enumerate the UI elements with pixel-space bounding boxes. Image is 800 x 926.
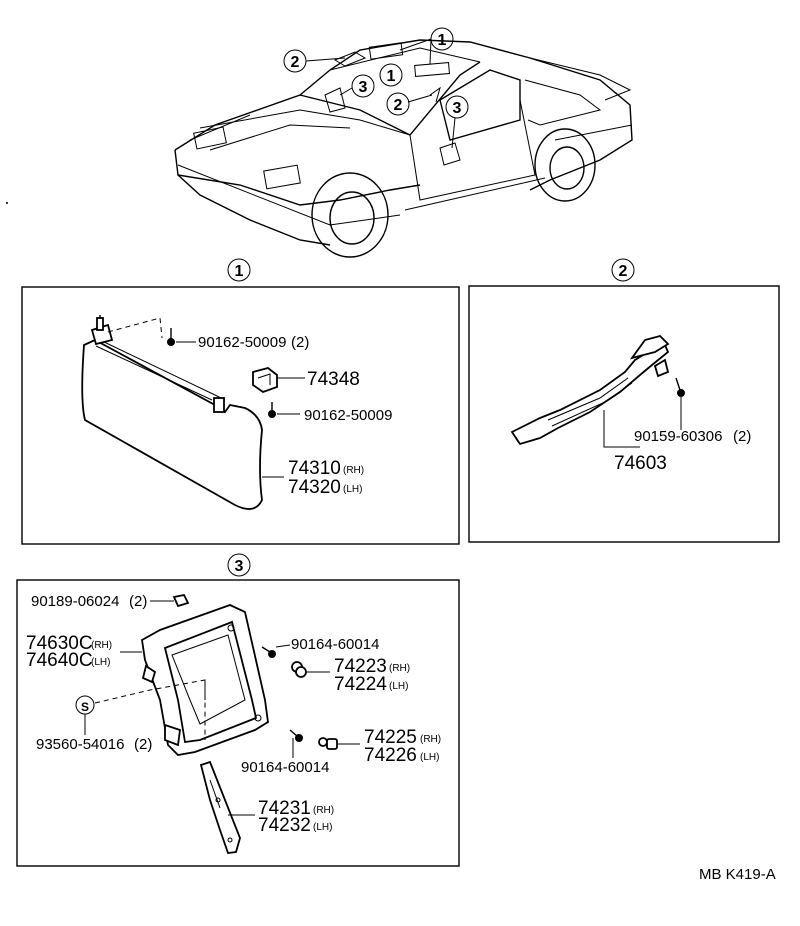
svg-text:1: 1 (387, 68, 396, 85)
panel-3-header: 3 (227, 553, 251, 577)
part-number-74603: 74603 (614, 453, 667, 474)
part-number-74231: 74231 (258, 798, 311, 819)
car-callout-1b: 1 (379, 63, 403, 87)
panel-2-frame (468, 285, 780, 543)
lh-label-74232: (LH) (313, 822, 332, 833)
diagram-code: MB K419-A (699, 866, 776, 883)
svg-text:1: 1 (235, 263, 244, 280)
rh-label-74630c: (RH) (91, 640, 112, 651)
panel-2-header: 2 (611, 258, 635, 282)
lh-label-74640c: (LH) (91, 657, 110, 668)
part-number-90189-06024: 90189-06024 (31, 593, 119, 610)
part-number-90159-60306: 90159-60306 (634, 428, 722, 445)
part-number-93560-54016: 93560-54016 (36, 736, 124, 753)
part-number-74232: 74232 (258, 815, 311, 836)
part-number-90164-60014-b: 90164-60014 (241, 759, 329, 776)
part-number-90162-50009-a: 90162-50009 (198, 334, 286, 351)
stray-mark (6, 202, 8, 204)
part-number-74223: 74223 (334, 656, 387, 677)
car-callout-2a: 2 (283, 49, 307, 73)
part-number-74224: 74224 (334, 674, 387, 695)
panel-3-frame (16, 579, 460, 867)
rh-label-74223: (RH) (389, 663, 410, 674)
car-callout-3b: 3 (445, 95, 469, 119)
svg-text:2: 2 (619, 263, 628, 280)
svg-text:3: 3 (453, 100, 462, 117)
part-number-74630c: 74630C (26, 633, 93, 654)
part-number-74640c: 74640C (26, 650, 93, 671)
car-callout-3a: 3 (351, 74, 375, 98)
svg-text:1: 1 (438, 32, 447, 49)
part-number-74226: 74226 (364, 745, 417, 766)
car-illustration (174, 38, 633, 258)
lh-label-74320: (LH) (343, 484, 362, 495)
lh-label-74226: (LH) (420, 752, 439, 763)
part-number-74320: 74320 (288, 477, 341, 498)
qty-90159-60306: (2) (733, 428, 751, 445)
svg-text:3: 3 (235, 558, 244, 575)
part-number-90162-50009-b: 90162-50009 (304, 407, 392, 424)
part-number-74348: 74348 (307, 369, 360, 390)
sun-visor-drawing (81, 315, 305, 510)
panel-1-header: 1 (227, 258, 251, 282)
rh-label-74225: (RH) (420, 734, 441, 745)
qty-90189-06024: (2) (129, 593, 147, 610)
assist-grip-drawing (510, 334, 685, 448)
svg-text:3: 3 (359, 79, 368, 96)
part-number-90164-60014-a: 90164-60014 (291, 636, 379, 653)
qty-90162-50009-a: (2) (291, 334, 309, 351)
car-callout-1a: 1 (430, 27, 454, 51)
rh-label-74310: (RH) (343, 465, 364, 476)
qty-93560-54016: (2) (134, 736, 152, 753)
part-number-74225: 74225 (364, 727, 417, 748)
svg-text:2: 2 (291, 54, 300, 71)
lh-label-74224: (LH) (389, 681, 408, 692)
part-number-74310: 74310 (288, 458, 341, 479)
svg-text:S: S (81, 700, 89, 714)
rh-label-74231: (RH) (313, 805, 334, 816)
car-callout-2b: 2 (386, 92, 410, 116)
grip-base-drawing: S (75, 593, 360, 854)
svg-text:2: 2 (394, 97, 403, 114)
panel-1-frame (21, 286, 460, 545)
